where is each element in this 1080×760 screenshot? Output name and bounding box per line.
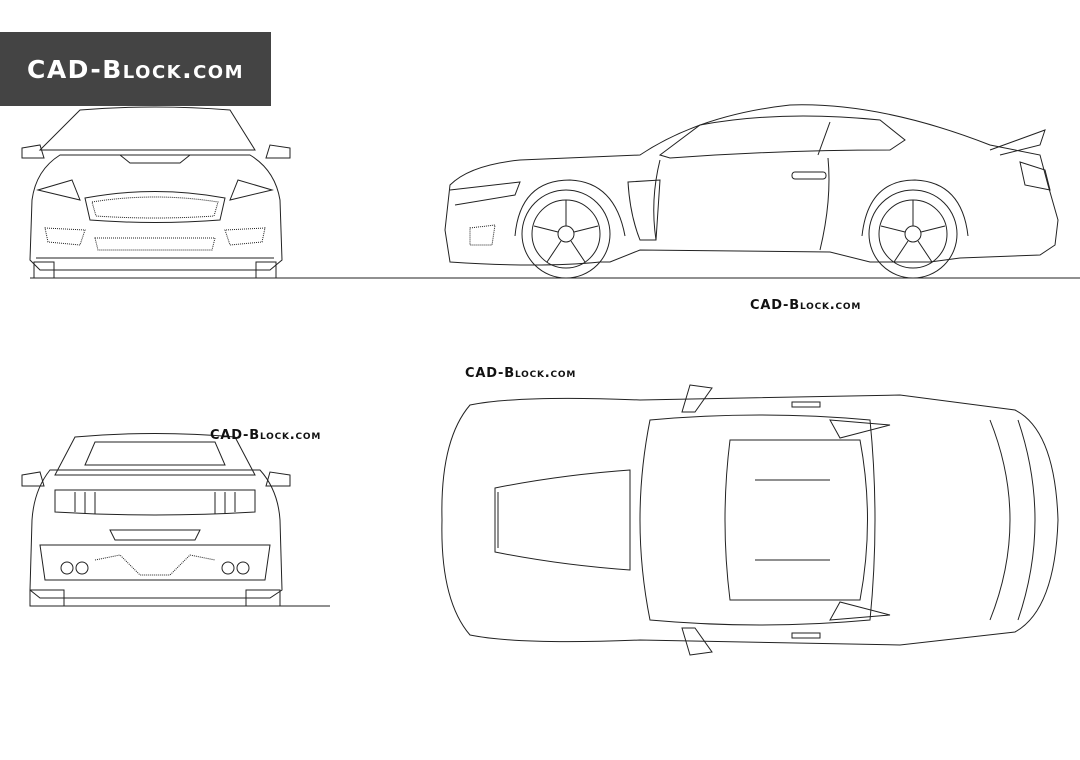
side-view — [444, 104, 1059, 279]
watermark-rear-view: CAD-Block.com — [210, 428, 322, 443]
rear-view — [21, 433, 291, 607]
top-view — [441, 384, 1059, 656]
watermark-side-view: CAD-Block.com — [750, 298, 862, 313]
front-view — [21, 106, 291, 279]
cad-block-logo: CAD-Block.com — [0, 32, 271, 106]
watermark-top-view: CAD-Block.com — [465, 366, 577, 381]
